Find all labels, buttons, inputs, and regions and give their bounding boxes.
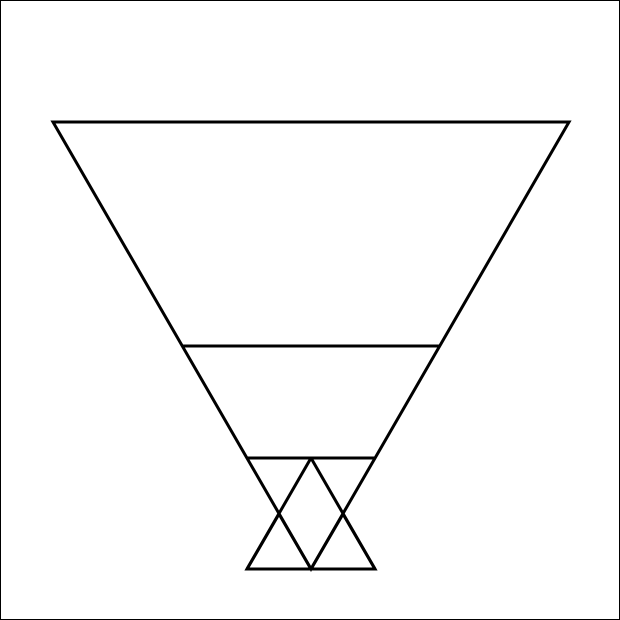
right-small-triangle <box>308 511 378 571</box>
center-left-edge <box>245 457 313 570</box>
center-right-edge <box>309 457 377 570</box>
left-small-triangle <box>244 511 314 571</box>
